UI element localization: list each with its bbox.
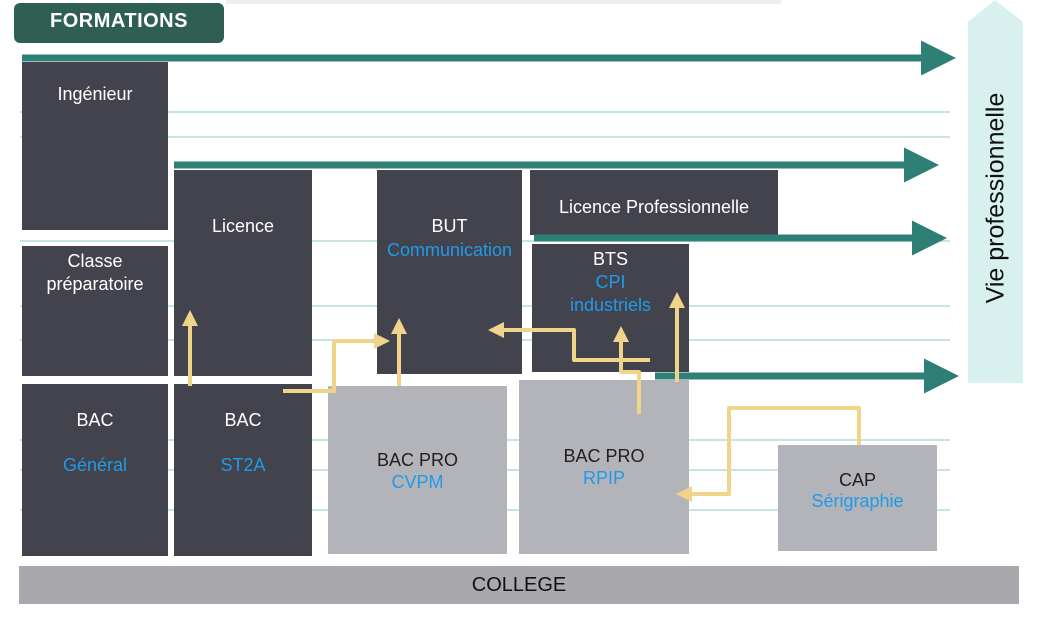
box-bts-subtitle: CPI industriels (569, 272, 652, 315)
box-bac-st2a-title: BAC (224, 410, 262, 430)
box-bac-pro-cvpm-subtitle: CVPM (391, 472, 444, 492)
box-bac-pro-cvpm: BAC PRO CVPM (328, 386, 507, 554)
box-classe-preparatoire: Classe préparatoire (22, 246, 168, 376)
box-bts: BTS CPI industriels (532, 244, 689, 372)
box-but-subtitle: Communication (386, 240, 513, 260)
box-licpro-title: Licence Professionnelle (558, 197, 750, 217)
box-bac-pro-cvpm-title: BAC PRO (376, 450, 459, 470)
box-cap-title: CAP (838, 470, 876, 490)
box-cap-subtitle: Sérigraphie (811, 491, 904, 511)
box-bac-st2a-subtitle: ST2A (220, 455, 266, 475)
gold-arrow-cap-rpip (676, 406, 861, 502)
gold-arrow-bts-but (488, 322, 650, 362)
box-bac-pro-rpip: BAC PRO RPIP (519, 380, 689, 554)
box-ingenieur: Ingénieur (22, 62, 168, 230)
gold-arrow-st2a-but (283, 333, 390, 393)
box-licence: Licence (174, 170, 312, 376)
page-title: FORMATIONS (14, 3, 224, 43)
vie-professionnelle-arrow (968, 0, 1023, 383)
box-ingenieur-title: Ingénieur (57, 84, 133, 104)
box-bts-title: BTS (592, 249, 628, 269)
box-licence-professionnelle: Licence Professionnelle (530, 170, 778, 235)
box-bac-st2a: BAC ST2A (174, 384, 312, 556)
college-bar: COLLEGE (19, 566, 1019, 604)
box-bac-general-title: BAC (76, 410, 114, 430)
box-bac-pro-rpip-title: BAC PRO (563, 446, 645, 466)
box-cap: CAP Sérigraphie (778, 445, 937, 551)
box-but-title: BUT (431, 216, 468, 236)
box-bac-general: BAC Général (22, 384, 168, 556)
box-prepa-title: Classe préparatoire (46, 251, 144, 294)
box-licence-title: Licence (211, 216, 275, 236)
box-but: BUT Communication (377, 170, 522, 374)
box-bac-pro-rpip-subtitle: RPIP (582, 468, 625, 488)
box-bac-general-subtitle: Général (62, 455, 128, 475)
top-divider (226, 0, 781, 4)
gold-arrow-rpip-bts (613, 326, 641, 414)
